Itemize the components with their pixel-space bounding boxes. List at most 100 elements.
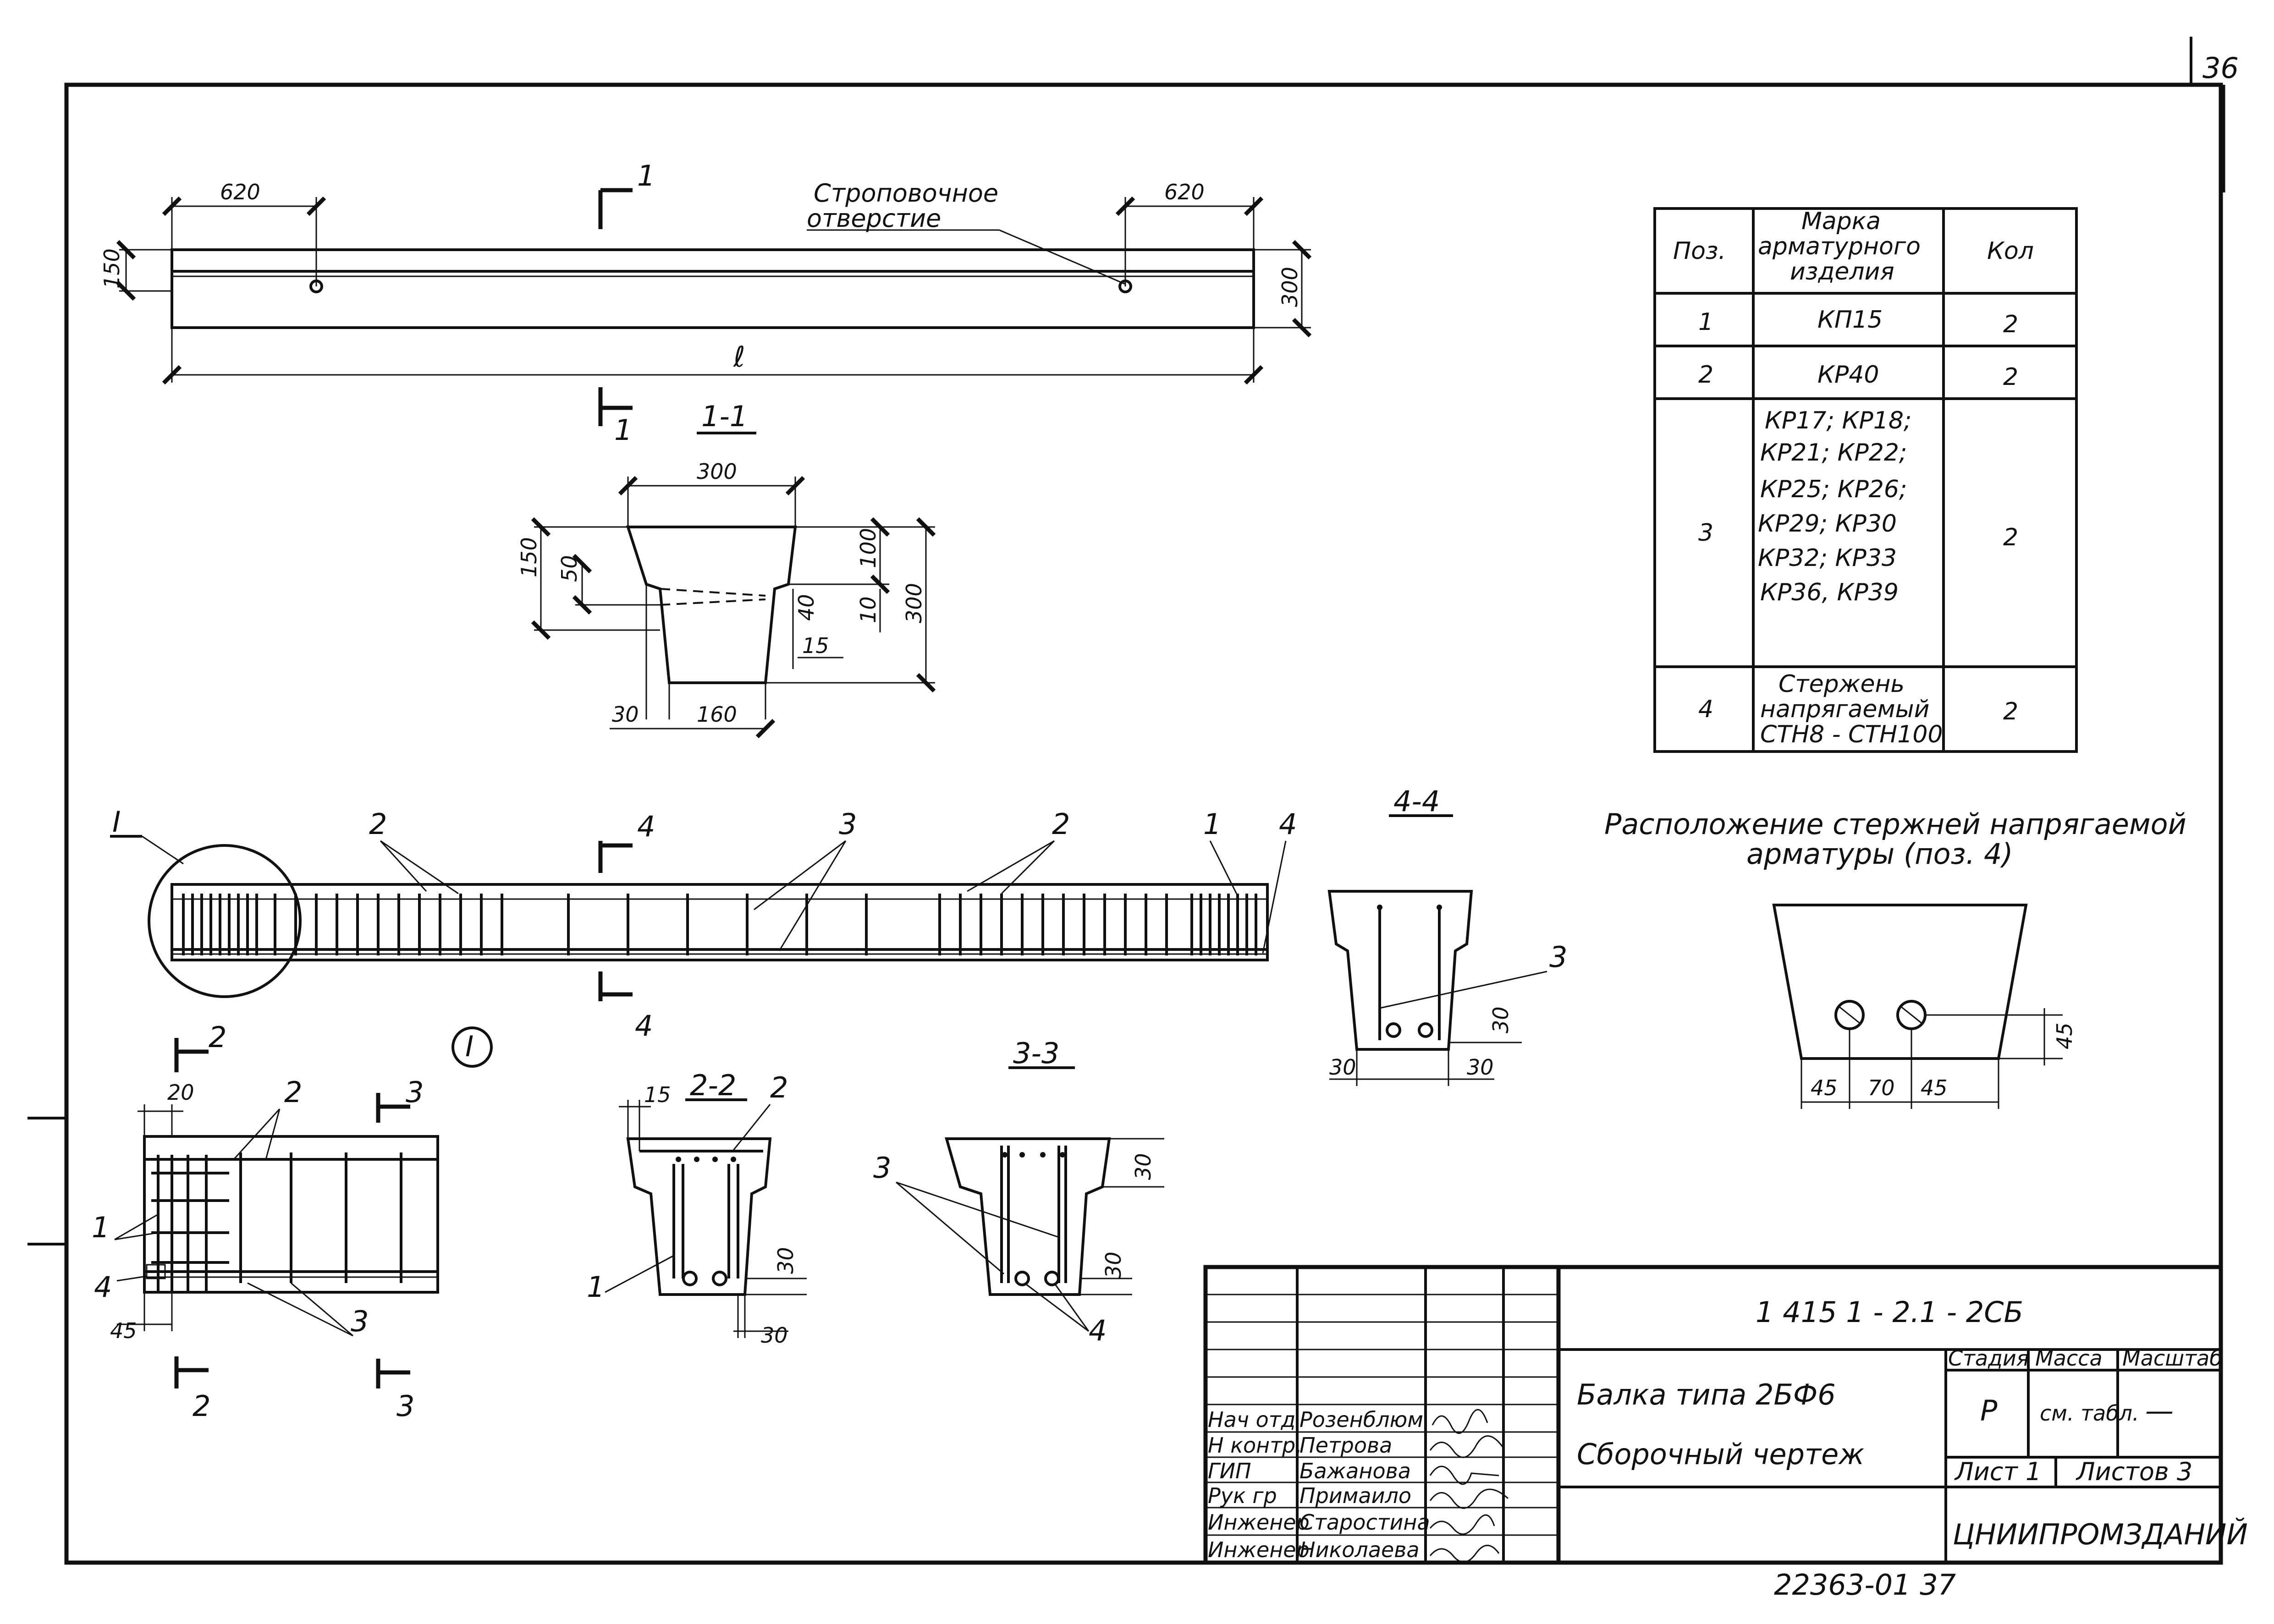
sec11-dim-160: 160 <box>697 702 737 727</box>
tb-sheet: Лист 1 <box>1954 1457 2041 1486</box>
sec33-label-3: 3 <box>873 1151 891 1185</box>
section-3-3-title: 3-3 <box>1013 1037 1059 1070</box>
sec33-label-4: 4 <box>1089 1314 1107 1347</box>
spec-row3-mark-3: КР25; КР26; <box>1760 476 1907 503</box>
spec-row3-pos: 3 <box>1698 519 1713 547</box>
spec-row4-mark-2: напрягаемый <box>1760 696 1929 723</box>
spec-table: Поз. Марка арматурного изделия Кол 1 КП1… <box>1653 207 2078 753</box>
tb-role-1: Нач отд <box>1208 1407 1295 1432</box>
dim-right-620: 620 <box>1164 180 1205 204</box>
sec44-dim-30b: 30 <box>1467 1055 1494 1080</box>
tb-name-staff-5: Старостина <box>1299 1510 1430 1535</box>
spec-row3-mark-5: КР32; КР33 <box>1758 544 1897 572</box>
dim-left-620: 620 <box>220 180 260 204</box>
sec44-dim-30c: 30 <box>1488 1006 1513 1033</box>
spec-header-mark-1: Марка <box>1801 208 1881 235</box>
sec11-dim-300-top: 300 <box>697 459 737 484</box>
sec33-dim-30b: 30 <box>1101 1251 1126 1278</box>
dim-height-300: 300 <box>1277 267 1302 307</box>
tb-organization: ЦНИИПРОМЗДАНИЙ <box>1953 1517 2248 1551</box>
tb-mass: см. табл. <box>2040 1401 2139 1426</box>
spec-row4-qty: 2 <box>2003 698 2018 725</box>
reinf-label-2b: 2 <box>1052 807 1070 841</box>
sec11-dim-300-right: 300 <box>902 583 926 623</box>
tb-name-staff-2: Петрова <box>1299 1433 1392 1458</box>
detailI-sec3-bottom: 3 <box>396 1389 414 1423</box>
spec-row1-qty: 2 <box>2003 311 2018 338</box>
section-4-4: 4-4 3 30 30 30 <box>1327 785 1567 1086</box>
spec-header-mark-2: арматурного <box>1758 233 1921 260</box>
tendon-title-2: арматуры (поз. 4) <box>1746 837 2013 871</box>
reinf-section-mark-bottom: 4 <box>635 1009 653 1042</box>
dim-height-150: 150 <box>99 248 124 289</box>
sec33-dim-30a: 30 <box>1131 1153 1156 1180</box>
spec-row2-pos: 2 <box>1698 361 1713 389</box>
detailI-sec3-top: 3 <box>406 1075 424 1109</box>
reinf-section-mark-top: 4 <box>637 810 655 843</box>
tb-role-2: Н контр. <box>1208 1433 1302 1458</box>
sec22-dim-30a: 30 <box>773 1247 798 1274</box>
tb-stage-header: Стадия <box>1948 1346 2029 1371</box>
spec-row4-mark-3: СТН8 - СТН100 <box>1760 721 1943 748</box>
reinf-label-4: 4 <box>1279 807 1297 841</box>
section-2-2: 2-2 15 2 1 30 30 <box>587 1069 807 1348</box>
tendon-dim-45b: 45 <box>1921 1075 1948 1100</box>
spec-header-qty: Кол <box>1987 237 2034 265</box>
detailI-label-4: 4 <box>94 1270 112 1304</box>
section-1-1: 300 150 50 100 10 300 40 15 30 160 <box>517 459 936 739</box>
tb-role-4: Рук гр <box>1208 1483 1277 1508</box>
sec11-dim-10: 10 <box>856 596 881 623</box>
tb-stage: Р <box>1980 1394 1998 1427</box>
sec11-dim-150: 150 <box>517 537 541 577</box>
tendon-dim-70: 70 <box>1868 1075 1895 1100</box>
spec-row2-qty: 2 <box>2003 363 2018 391</box>
spec-row2-mark: КР40 <box>1817 361 1879 389</box>
bottom-code: 22363-01 37 <box>1774 1568 1956 1602</box>
spec-header-pos: Поз. <box>1673 237 1726 265</box>
tendon-layout: Расположение стержней напрягаемой армату… <box>1604 807 2186 1109</box>
sec11-dim-50: 50 <box>557 555 582 582</box>
reinf-label-3: 3 <box>839 807 857 841</box>
dim-length: ℓ <box>733 340 745 373</box>
tb-scale-header: Масштаб <box>2122 1346 2223 1371</box>
tb-role-5: Инженер <box>1208 1510 1310 1535</box>
tendon-dim-45c: 45 <box>2052 1022 2077 1049</box>
sec22-dim-30b: 30 <box>761 1323 788 1348</box>
spec-row3-mark-2: КР21; КР22; <box>1760 439 1907 466</box>
lifting-hole-label-1: Строповочное <box>814 179 998 208</box>
spec-row3-mark-6: КР36, КР39 <box>1760 579 1899 606</box>
sec11-dim-40: 40 <box>794 594 819 621</box>
section-2-2-title: 2-2 <box>690 1069 736 1102</box>
tb-scale: — <box>2145 1394 2174 1427</box>
tb-role-6: Инженер <box>1208 1537 1310 1562</box>
tb-name-staff-4: Примаило <box>1299 1483 1411 1508</box>
spec-row1-pos: 1 <box>1698 308 1713 336</box>
detailI-sec2-top: 2 <box>209 1020 226 1054</box>
detailI-sec2-bottom: 2 <box>193 1389 210 1423</box>
spec-row1-mark: КП15 <box>1817 306 1883 334</box>
section-mark-top: 1 <box>637 159 655 192</box>
tb-role-3: ГИП <box>1208 1459 1251 1483</box>
spec-row3-mark-1: КР17; КР18; <box>1765 407 1911 434</box>
tb-mass-header: Масса <box>2035 1346 2103 1371</box>
signature-marks <box>1429 1409 1509 1563</box>
detailI-label-2: 2 <box>284 1075 302 1109</box>
spec-header-mark-3: изделия <box>1790 258 1894 285</box>
callout-I-label: I <box>112 805 121 839</box>
detail-I-circle <box>148 844 302 998</box>
detail-I: I 20 45 2 1 4 <box>92 1020 493 1423</box>
spec-row4-pos: 4 <box>1698 696 1713 723</box>
section-mark-bottom: 1 <box>614 413 632 447</box>
section-1-1-title: 1-1 <box>701 400 748 433</box>
tb-name-1: Балка типа 2БФ6 <box>1577 1378 1836 1411</box>
page-number: 36 <box>2202 51 2239 85</box>
tb-name-staff-6: Николаева <box>1299 1537 1420 1562</box>
tb-name-staff-3: Бажанова <box>1299 1459 1411 1483</box>
detailI-dim-20: 20 <box>167 1080 194 1105</box>
sec11-dim-100: 100 <box>856 528 881 568</box>
sec11-dim-15: 15 <box>802 633 829 658</box>
sec44-dim-30a: 30 <box>1329 1055 1356 1080</box>
lifting-hole-label-2: отверстие <box>807 204 941 233</box>
sec44-label-3: 3 <box>1549 940 1567 974</box>
